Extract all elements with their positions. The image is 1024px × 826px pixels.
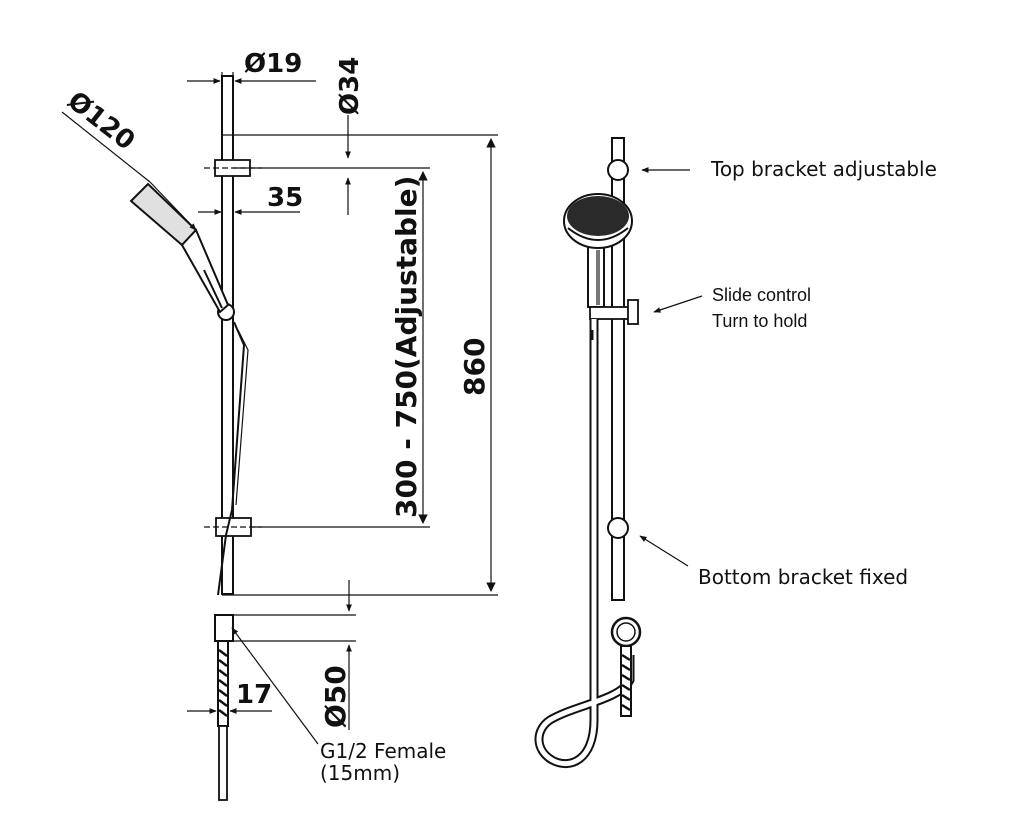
top-bracket-annotation-text: Top bracket adjustable <box>710 157 937 181</box>
bracket-offset-dimension: 35 <box>198 183 303 215</box>
rail <box>221 75 234 595</box>
product-wall-outlet <box>610 616 642 717</box>
product-shower-head <box>563 193 633 308</box>
hand-shower <box>129 182 230 314</box>
slide-control-annotation-line1: Slide control <box>712 285 811 305</box>
bracket-diameter-label: Ø34 <box>335 57 365 115</box>
bottom-bracket-annotation: Bottom bracket fixed <box>639 535 908 589</box>
outlet-width-dimension: 17 <box>187 680 272 714</box>
top-bracket-annotation: Top bracket adjustable <box>641 157 937 181</box>
overall-height-dimension: 860 <box>458 138 496 592</box>
slide-control-annotation: Slide control Turn to hold <box>653 285 811 331</box>
outlet-width-label: 17 <box>236 680 272 710</box>
product-bottom-bracket <box>607 517 629 539</box>
product-top-bracket <box>607 159 629 181</box>
head-diameter-dimension: Ø120 <box>61 86 197 231</box>
rail-diameter-dimension: Ø19 <box>187 49 316 130</box>
product-rail <box>611 137 625 601</box>
slide-control-annotation-line2: Turn to hold <box>712 311 807 331</box>
outlet-diameter-label: Ø50 <box>319 665 352 728</box>
bottom-bracket-annotation-text: Bottom bracket fixed <box>698 565 908 589</box>
connection-label-line1: G1/2 Female <box>320 739 446 763</box>
dimensioned-view: Ø19 Ø34 35 Ø120 300 - 750(A <box>61 49 498 801</box>
overall-height-label: 860 <box>458 338 491 396</box>
hose <box>217 321 246 596</box>
outlet-diameter-dimension: Ø50 <box>319 580 352 730</box>
product-view: Top bracket adjustable Slide control Tur… <box>534 137 937 769</box>
connection-callout: G1/2 Female (15mm) <box>231 627 446 785</box>
wall-outlet <box>214 614 234 801</box>
adjustable-range-dimension: 300 - 750(Adjustable) <box>390 171 428 524</box>
adjustable-range-label: 300 - 750(Adjustable) <box>390 176 423 518</box>
rail-diameter-label: Ø19 <box>244 49 302 79</box>
bracket-diameter-dimension: Ø34 <box>335 57 365 215</box>
product-slide-control <box>589 299 639 325</box>
connection-label-line2: (15mm) <box>320 761 400 785</box>
bracket-offset-label: 35 <box>267 183 303 213</box>
